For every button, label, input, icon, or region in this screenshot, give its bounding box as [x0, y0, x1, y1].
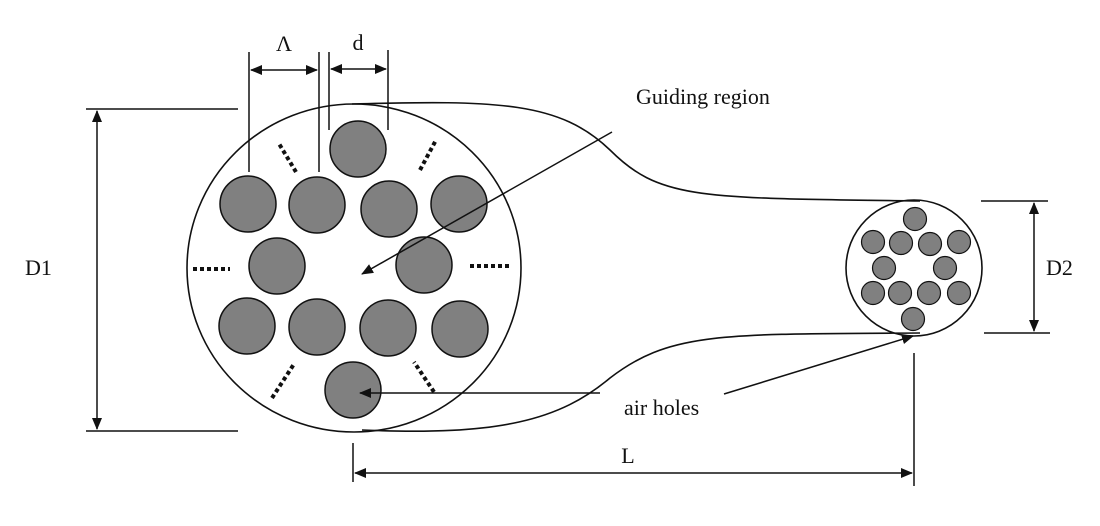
air-hole	[288, 176, 346, 234]
taper-lower-edge	[361, 332, 921, 432]
air-hole	[248, 237, 306, 295]
air-hole	[324, 361, 382, 419]
large-air-holes	[218, 120, 489, 419]
d2-label: D2	[1046, 255, 1073, 280]
diameter-label: d	[353, 30, 364, 55]
d1-label: D1	[25, 255, 52, 280]
air-hole	[860, 280, 886, 306]
air-hole	[860, 229, 886, 255]
air-hole	[431, 300, 489, 358]
air-hole	[219, 175, 277, 233]
air-hole	[900, 306, 926, 332]
air-hole	[360, 180, 418, 238]
small-fiber-cladding	[845, 199, 983, 337]
taper-upper-edge	[351, 101, 921, 202]
air-hole	[888, 230, 914, 256]
air-hole	[329, 120, 387, 178]
air-hole	[359, 299, 417, 357]
air-hole	[871, 255, 897, 281]
air-hole	[916, 280, 942, 306]
air-hole	[932, 255, 958, 281]
air-hole	[288, 298, 346, 356]
air-hole	[946, 229, 972, 255]
air-hole	[887, 280, 913, 306]
air-hole	[917, 231, 943, 257]
guiding-region-label: Guiding region	[636, 84, 770, 109]
guiding-region-pointer	[361, 131, 613, 275]
air-hole	[395, 236, 453, 294]
air-hole	[902, 206, 928, 232]
air-hole	[218, 297, 276, 355]
air-holes-label: air holes	[624, 395, 699, 420]
air-holes-pointer-small	[723, 334, 914, 395]
small-air-holes	[860, 206, 972, 332]
large-fiber-cladding	[186, 103, 522, 433]
air-hole	[946, 280, 972, 306]
continuation-dots-large	[193, 139, 510, 400]
air-hole	[430, 175, 488, 233]
pitch-label: Λ	[276, 31, 292, 56]
length-label: L	[621, 443, 634, 468]
